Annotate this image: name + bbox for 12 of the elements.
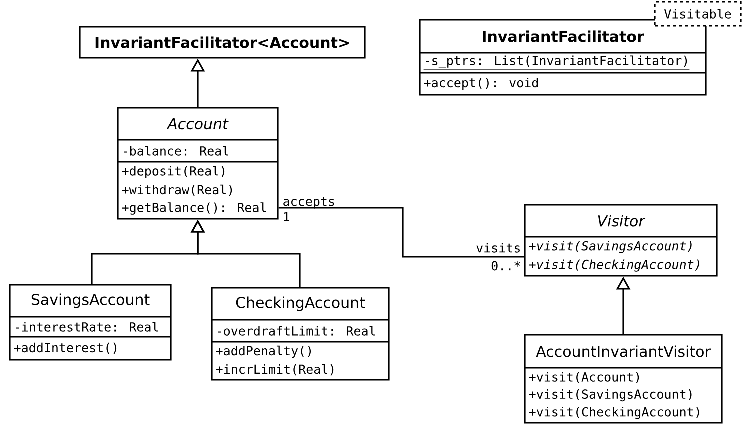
multiplicity: 1 (284, 212, 290, 222)
class-box: Account -balance: Real +deposit(Real) +withdraw(Real) +getBalance(): Real (117, 107, 279, 220)
association-line (278, 207, 524, 258)
multiplicity: 0..* (492, 261, 520, 271)
class-box: AccountInvariantVisitor +visit(Account) +visit(SavingsAccount) +visit(CheckingAccount) (524, 334, 723, 424)
class-box: Visitor +visit(SavingsAccount) +visit(CheckingAccount) (524, 204, 718, 277)
class-box: InvariantFacilitator<Account> (79, 26, 366, 59)
role-name: visits (476, 243, 520, 253)
class-box: SavingsAccount -interestRate: Real +addInterest() (9, 284, 172, 361)
class-box: CheckingAccount -overdraftLimit: Real +addPenalty() +incrLimit(Real) (211, 287, 390, 381)
template-parameter-box: Visitable (654, 1, 742, 27)
role-name: accepts (284, 197, 334, 209)
